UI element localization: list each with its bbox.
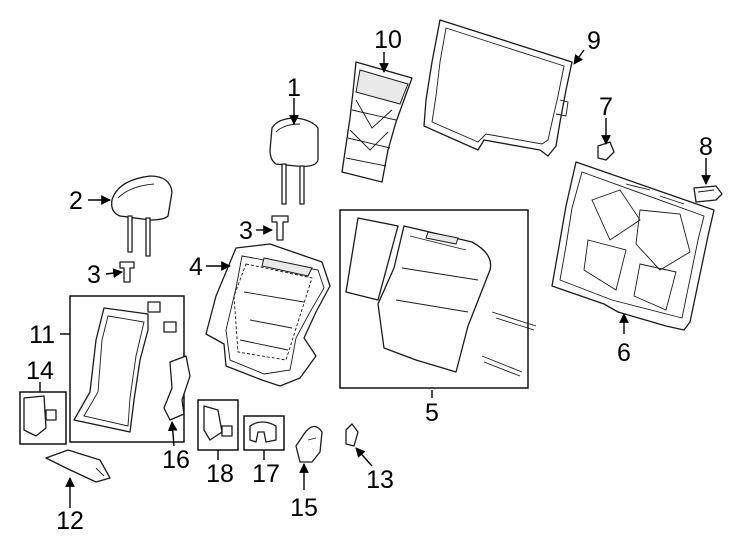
callout-14: 14 — [26, 357, 54, 385]
callout-6: 6 — [617, 339, 631, 367]
callout-16: 16 — [162, 446, 190, 474]
callout-5: 5 — [425, 399, 439, 427]
part-6-seat-frame — [551, 161, 715, 331]
callout-2: 2 — [69, 187, 83, 215]
part-18-bracket-box — [197, 399, 239, 451]
part-7-bracket — [597, 141, 615, 161]
part-4-back-pad — [205, 243, 331, 387]
part-2-headrest — [111, 175, 173, 257]
callout-15: 15 — [290, 494, 318, 522]
callout-13: 13 — [366, 466, 394, 494]
part-17-clip-box — [243, 415, 285, 451]
part-1-headrest — [269, 117, 319, 205]
callout-17: 17 — [252, 460, 280, 488]
part-9-back-frame — [423, 19, 573, 157]
callout-12: 12 — [56, 507, 84, 535]
callout-labels: 1 2 3 3 4 5 6 7 8 9 10 11 12 13 14 15 16… — [26, 26, 713, 535]
part-11-back-panel-box — [69, 295, 185, 443]
part-10-cover-pad — [341, 61, 413, 183]
part-5-cover-box — [339, 209, 537, 389]
part-8-latch-cover — [693, 185, 723, 203]
callout-9: 9 — [587, 27, 601, 55]
part-12-trim — [45, 449, 111, 483]
part-15-side-cover — [295, 425, 323, 463]
part-3-guide-pin-upper — [271, 215, 289, 241]
callout-1: 1 — [287, 74, 301, 102]
leader-lines — [39, 49, 711, 508]
callout-10: 10 — [374, 26, 402, 54]
part-13-clip — [345, 423, 359, 447]
part-3-guide-pin-lower — [119, 261, 135, 283]
callout-8: 8 — [699, 133, 713, 161]
callout-4: 4 — [189, 253, 203, 281]
callout-7: 7 — [599, 93, 613, 121]
callout-3-lower: 3 — [87, 261, 101, 289]
callout-18: 18 — [206, 460, 234, 488]
part-14-hinge-box — [19, 391, 67, 445]
callout-3-upper: 3 — [239, 217, 253, 245]
part-16-trim-strip — [163, 355, 191, 421]
callout-11: 11 — [29, 321, 55, 349]
